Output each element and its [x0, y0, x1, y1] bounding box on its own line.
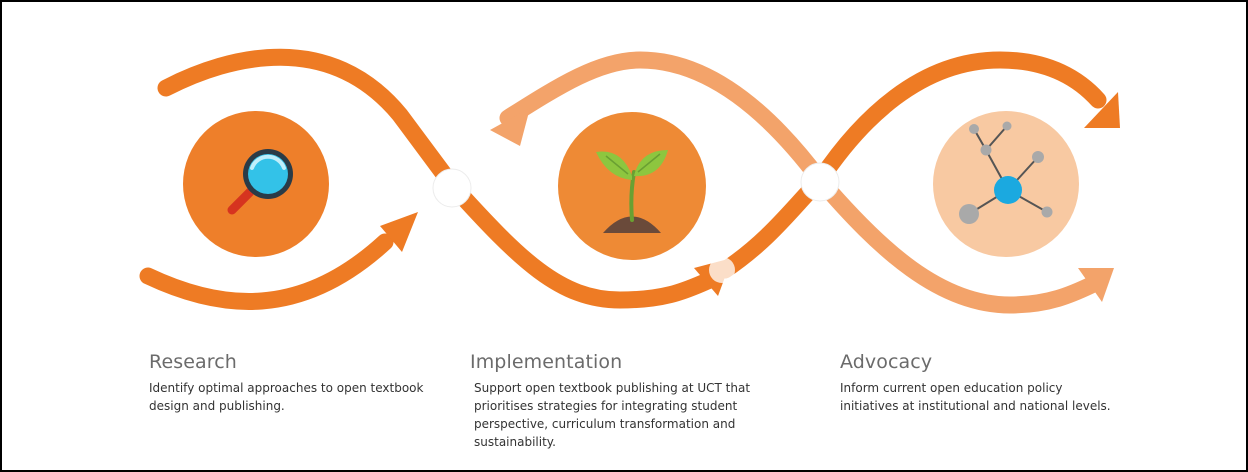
junction-node-right — [800, 162, 840, 202]
dark-arrowhead-right — [1084, 92, 1120, 128]
light-arrow-right — [811, 171, 1107, 314]
seedling-icon — [596, 150, 668, 233]
network-nodes — [959, 121, 1053, 224]
implementation-circle — [558, 112, 706, 260]
research-title: Research — [149, 351, 237, 373]
light-arrowhead-left — [490, 108, 530, 146]
implementation-block: Implementation Support open textbook pub… — [470, 351, 790, 451]
research-block: Research Identify optimal approaches to … — [149, 351, 439, 415]
dark-curve-rise — [716, 51, 1107, 279]
light-arrow-left — [499, 51, 829, 189]
magnifying-glass-icon — [227, 149, 293, 215]
dark-curve-top-left — [157, 48, 461, 194]
junction-node-left — [432, 168, 472, 208]
research-description: Identify optimal approaches to open text… — [149, 381, 424, 413]
dark-curve-bottom-left — [139, 233, 394, 310]
light-arrowhead-right — [1078, 268, 1114, 302]
junction-node-small — [709, 257, 735, 283]
implementation-title: Implementation — [470, 351, 623, 373]
dark-flow — [139, 48, 1107, 310]
light-flow — [499, 51, 1107, 314]
dark-arrowhead-left — [380, 212, 418, 252]
advocacy-title: Advocacy — [840, 351, 933, 373]
dark-curve-mid — [443, 176, 719, 309]
advocacy-circle — [933, 111, 1079, 257]
implementation-description: Support open textbook publishing at UCT … — [474, 381, 751, 449]
advocacy-description: Inform current open education policy ini… — [840, 381, 1111, 413]
advocacy-block: Advocacy Inform current open education p… — [840, 351, 1120, 415]
research-circle — [183, 111, 329, 257]
